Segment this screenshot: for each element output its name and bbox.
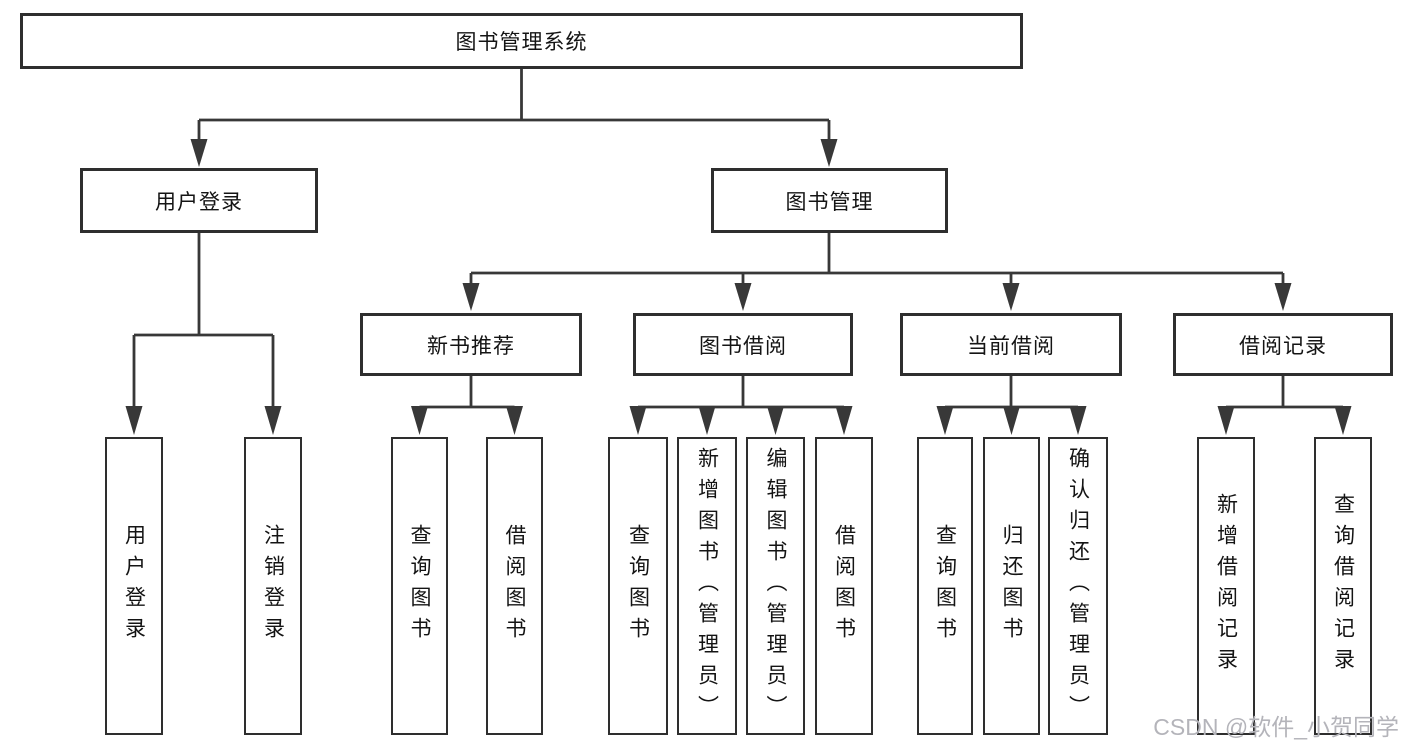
node-borrow-records: 借阅记录 — [1173, 313, 1393, 376]
arrow-icon — [936, 406, 954, 435]
arrow-icon — [1069, 406, 1087, 435]
leaf-query-books-borrow: 查询图书 — [608, 437, 668, 735]
leaf-label: 查询借阅记录 — [1331, 493, 1355, 679]
node-book-management: 图书管理 — [711, 168, 948, 233]
leaf-borrow-books-newbook: 借阅图书 — [486, 437, 543, 735]
leaf-add-books-admin: 新增图书（管理员） — [677, 437, 737, 735]
arrow-icon — [411, 406, 428, 435]
leaf-edit-books-admin: 编辑图书（管理员） — [746, 437, 805, 735]
leaf-add-borrow-record: 新增借阅记录 — [1197, 437, 1255, 735]
leaf-label: 新增图书（管理员） — [695, 446, 719, 726]
arrow-icon — [767, 406, 784, 435]
leaf-label: 查询图书 — [626, 524, 650, 648]
leaf-label: 查询图书 — [408, 524, 431, 648]
leaf-label: 确认归还（管理员） — [1066, 446, 1090, 726]
arrow-icon — [264, 406, 282, 435]
arrow-icon — [835, 406, 853, 435]
arrow-icon — [1002, 283, 1020, 311]
leaf-label: 借阅图书 — [832, 524, 856, 648]
arrow-icon — [820, 139, 838, 167]
leaf-return-books: 归还图书 — [983, 437, 1040, 735]
leaf-label: 注销登录 — [261, 524, 285, 648]
arrow-icon — [125, 406, 143, 435]
arrow-icon — [506, 406, 523, 435]
connector-newbook-branch — [419, 376, 515, 409]
node-root-library-system: 图书管理系统 — [20, 13, 1023, 69]
arrow-icon — [1217, 406, 1235, 435]
leaf-confirm-return-admin: 确认归还（管理员） — [1048, 437, 1108, 735]
arrow-icon — [698, 406, 716, 435]
leaf-label: 用户登录 — [122, 524, 146, 648]
arrow-icon — [734, 283, 752, 311]
connector-root-to-level2 — [197, 69, 831, 142]
leaf-query-books-newbook: 查询图书 — [391, 437, 448, 735]
arrowheads — [125, 139, 1352, 435]
csdn-watermark: CSDN @软件_小贺同学 — [1153, 714, 1399, 740]
arrow-icon — [1334, 406, 1352, 435]
connector-current-branch — [945, 376, 1078, 409]
leaf-label: 借阅图书 — [503, 524, 526, 648]
leaf-logout: 注销登录 — [244, 437, 302, 735]
arrow-icon — [462, 283, 480, 311]
leaf-query-borrow-record: 查询借阅记录 — [1314, 437, 1372, 735]
arrow-icon — [190, 139, 208, 167]
connector-bookmgmt-branch — [469, 233, 1285, 286]
arrow-icon — [1274, 283, 1292, 311]
leaf-label: 归还图书 — [1000, 524, 1023, 648]
leaf-label: 新增借阅记录 — [1214, 493, 1238, 679]
connector-borrow-branch — [638, 376, 844, 409]
arrow-icon — [629, 406, 647, 435]
leaf-borrow-books: 借阅图书 — [815, 437, 873, 735]
leaf-query-books-current: 查询图书 — [917, 437, 973, 735]
arrow-icon — [1003, 406, 1020, 435]
leaf-label: 查询图书 — [933, 524, 957, 648]
node-current-borrow: 当前借阅 — [900, 313, 1122, 376]
connector-userlogin-branch — [132, 233, 275, 410]
node-new-book-recommend: 新书推荐 — [360, 313, 582, 376]
node-book-borrow: 图书借阅 — [633, 313, 853, 376]
connector-records-branch — [1226, 376, 1343, 409]
node-user-login: 用户登录 — [80, 168, 318, 233]
leaf-label: 编辑图书（管理员） — [764, 446, 787, 726]
leaf-user-login: 用户登录 — [105, 437, 163, 735]
